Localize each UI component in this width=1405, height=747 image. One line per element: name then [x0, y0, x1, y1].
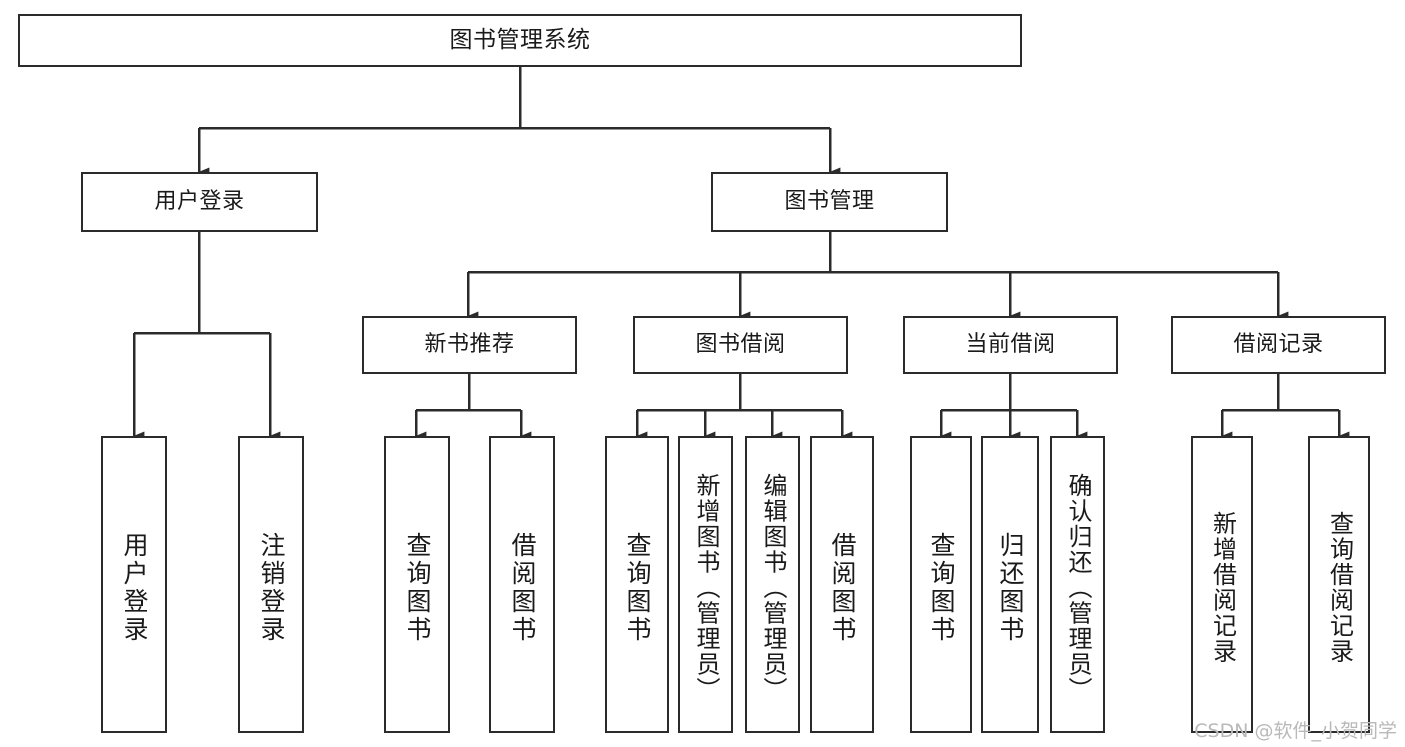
node-root-label: 图书管理系统	[449, 26, 591, 53]
node-root-book-management-system[interactable]: 图书管理系统	[18, 14, 1022, 67]
leaf-user-login[interactable]: 用户登录	[101, 436, 167, 733]
node-user-login-label: 用户登录	[154, 188, 245, 214]
node-current-borrow[interactable]: 当前借阅	[903, 316, 1118, 374]
node-book-management[interactable]: 图书管理	[711, 172, 948, 232]
leaf-query-book-2-label: 查询图书	[623, 531, 652, 644]
node-borrow-record-label: 借阅记录	[1233, 331, 1324, 357]
leaf-edit-book-label: 编辑图书（管理员）	[758, 472, 787, 703]
leaf-borrow-book-2[interactable]: 借阅图书	[810, 436, 874, 733]
leaf-confirm-return[interactable]: 确认归还（管理员）	[1050, 436, 1105, 733]
leaf-logout-login-label: 注销登录	[257, 531, 286, 644]
node-new-book-recommend[interactable]: 新书推荐	[362, 316, 577, 374]
node-book-borrow[interactable]: 图书借阅	[633, 316, 848, 374]
leaf-borrow-book-1-label: 借阅图书	[508, 531, 537, 644]
leaf-query-book-3-label: 查询图书	[927, 531, 956, 644]
node-book-management-label: 图书管理	[784, 188, 875, 214]
leaf-borrow-book-2-label: 借阅图书	[828, 531, 857, 644]
leaf-add-book-label: 新增图书（管理员）	[691, 472, 720, 703]
node-user-login[interactable]: 用户登录	[81, 172, 318, 232]
leaf-user-login-label: 用户登录	[120, 531, 149, 644]
leaf-query-record-label: 查询借阅记录	[1325, 511, 1354, 664]
leaf-borrow-book-1[interactable]: 借阅图书	[489, 436, 555, 733]
leaf-query-book-1[interactable]: 查询图书	[384, 436, 450, 733]
leaf-return-book[interactable]: 归还图书	[981, 436, 1039, 733]
node-current-borrow-label: 当前借阅	[965, 331, 1056, 357]
leaf-confirm-return-label: 确认归还（管理员）	[1063, 472, 1092, 703]
leaf-return-book-label: 归还图书	[996, 531, 1025, 644]
node-book-borrow-label: 图书借阅	[695, 331, 786, 357]
node-borrow-record[interactable]: 借阅记录	[1171, 316, 1386, 374]
leaf-add-book[interactable]: 新增图书（管理员）	[678, 436, 733, 733]
leaf-add-record[interactable]: 新增借阅记录	[1191, 436, 1253, 733]
leaf-query-book-1-label: 查询图书	[403, 531, 432, 644]
leaf-edit-book[interactable]: 编辑图书（管理员）	[745, 436, 800, 733]
node-new-book-recommend-label: 新书推荐	[424, 331, 515, 357]
leaf-query-book-3[interactable]: 查询图书	[910, 436, 972, 733]
leaf-logout-login[interactable]: 注销登录	[238, 436, 304, 733]
leaf-query-record[interactable]: 查询借阅记录	[1308, 436, 1370, 733]
leaf-add-record-label: 新增借阅记录	[1208, 511, 1237, 664]
leaf-query-book-2[interactable]: 查询图书	[605, 436, 669, 733]
